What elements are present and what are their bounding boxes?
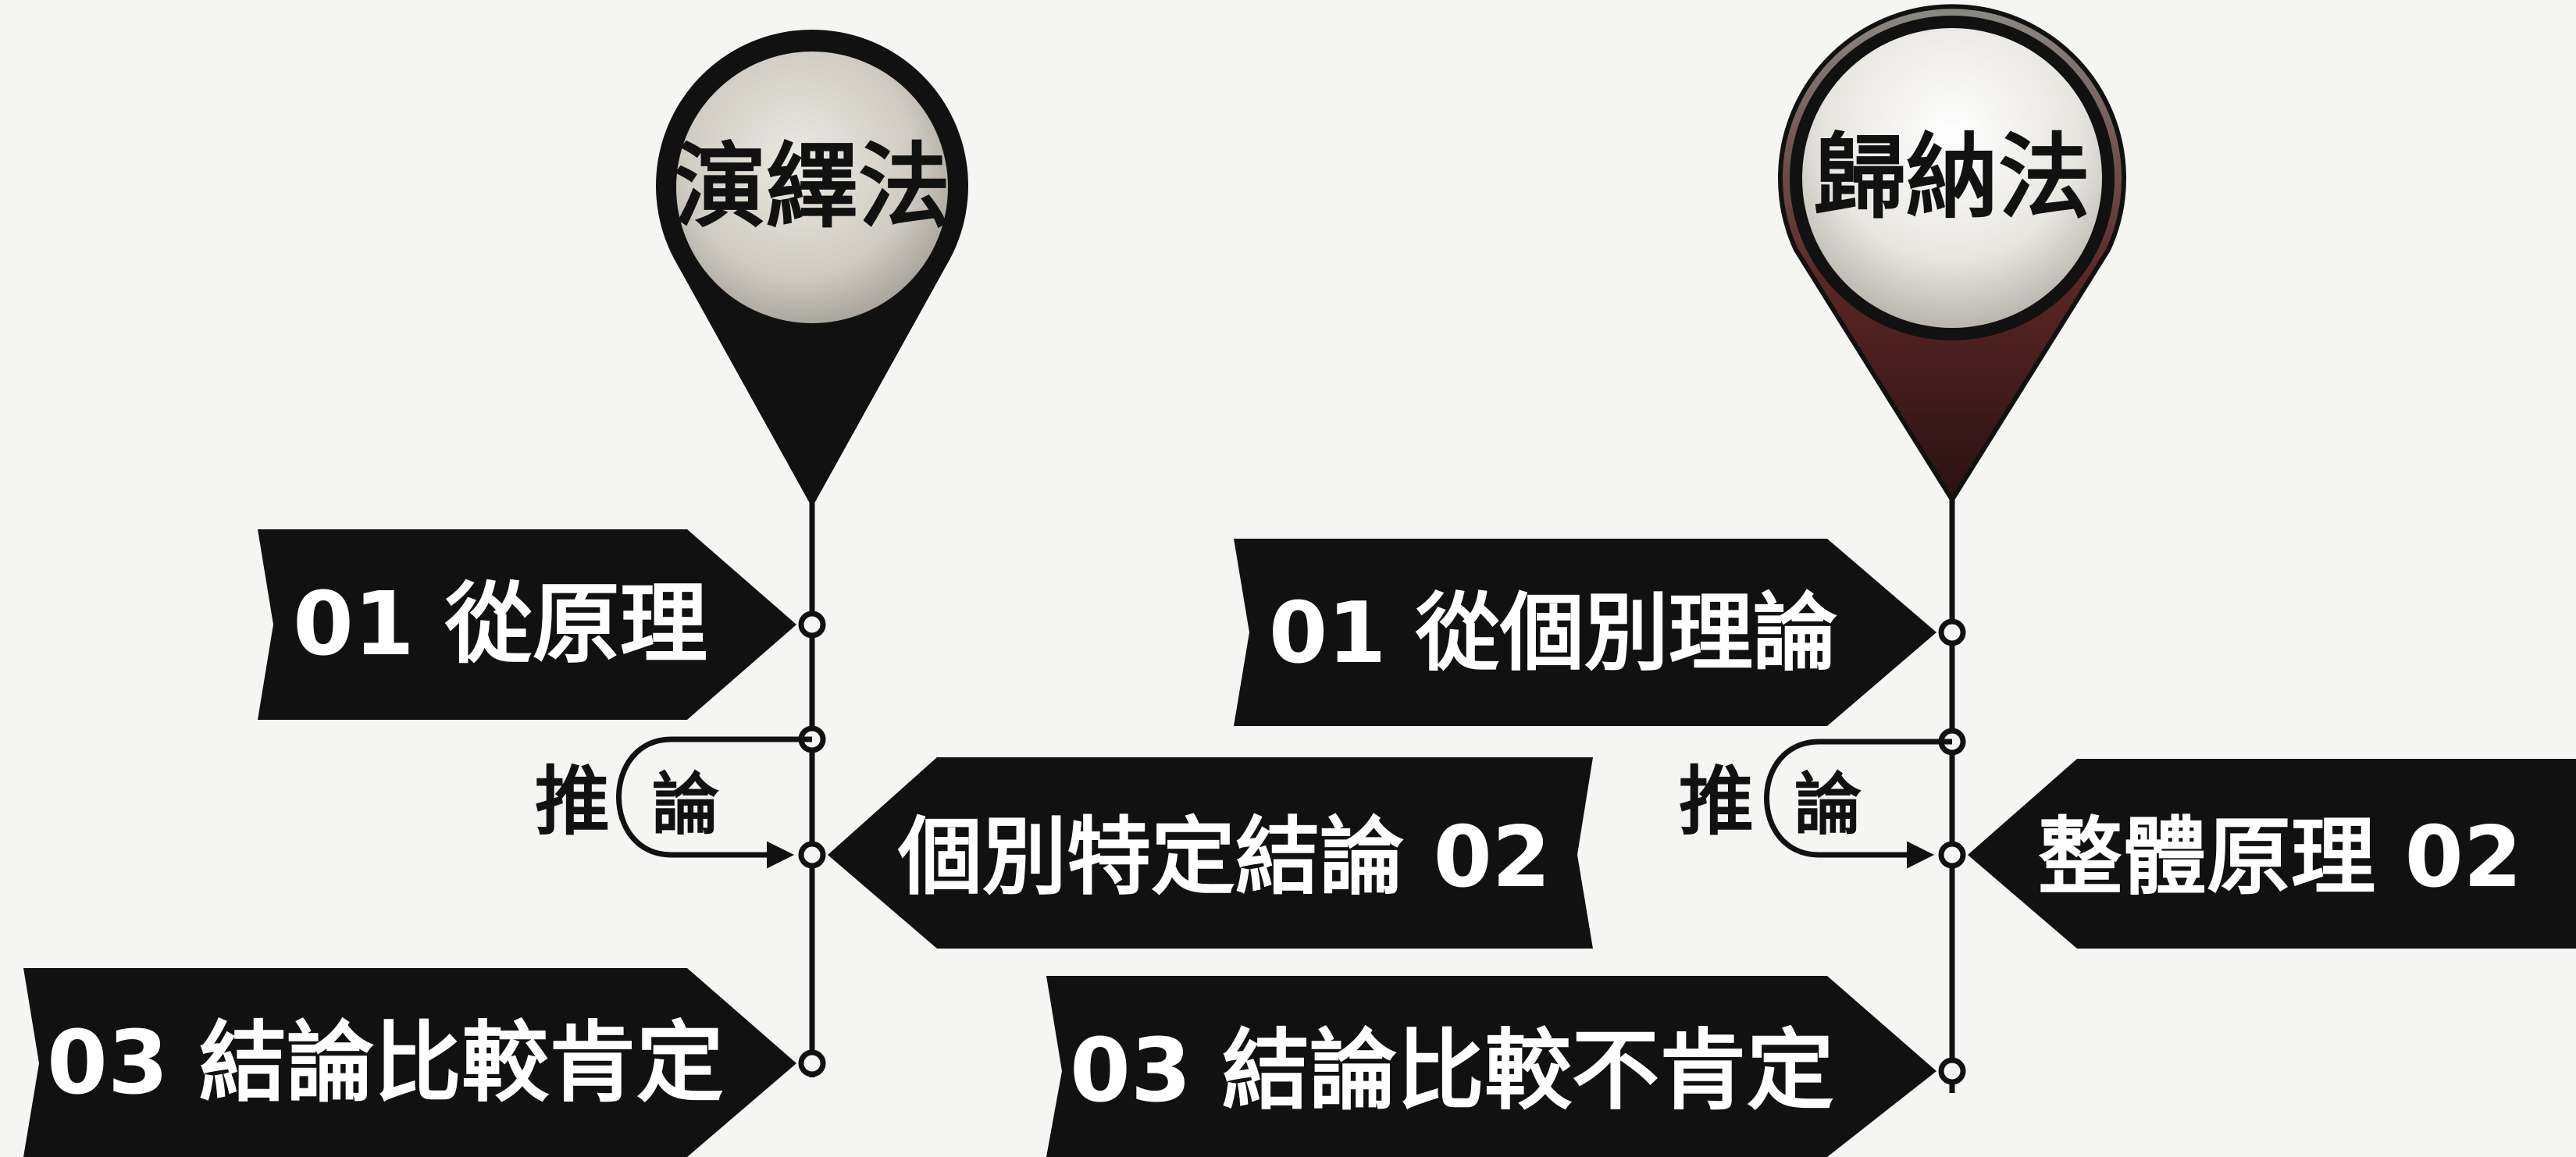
inductive-step2-node-icon bbox=[1938, 841, 1966, 869]
deductive-step2-node-icon bbox=[798, 841, 826, 869]
inductive-step2-label: 整體原理 02 bbox=[1968, 759, 2576, 949]
deductive-step1-text: 01 從原理 bbox=[293, 574, 707, 675]
deductive-curved-arrow-icon bbox=[616, 736, 812, 869]
deductive-step2-text: 個別特定結論 02 bbox=[897, 809, 1551, 906]
inductive-connector-inner: 論 bbox=[1794, 766, 1862, 844]
deductive-connector-outer: 推 bbox=[535, 758, 610, 846]
inductive-step3-label: 03 結論比較不肯定 bbox=[1046, 976, 1936, 1157]
inductive-pin-icon: 歸納法 bbox=[1778, 4, 2126, 504]
deductive-title: 演繹法 bbox=[674, 133, 950, 240]
deductive-step3-node-icon bbox=[798, 1049, 826, 1077]
inductive-title: 歸納法 bbox=[1814, 123, 2090, 231]
inductive-step1-label: 01 從個別理論 bbox=[1234, 539, 1936, 726]
deductive-pin-icon: 演繹法 bbox=[656, 29, 968, 507]
inductive-curved-arrow-icon bbox=[1764, 739, 1952, 869]
inductive-step1-node-icon bbox=[1938, 618, 1966, 646]
inductive-step3-text: 03 結論比較不肯定 bbox=[1070, 1020, 1834, 1122]
deductive-step3-label: 03 結論比較肯定 bbox=[23, 968, 796, 1157]
inductive-step2-text: 整體原理 02 bbox=[2038, 809, 2522, 906]
inductive-step1-text: 01 從個別理論 bbox=[1269, 585, 1837, 682]
deductive-step2-label: 個別特定結論 02 bbox=[828, 757, 1593, 949]
inductive-group: 歸納法 01 從個別理論 推 論 整體原理 02 03 結論比較不肯定 bbox=[1046, 4, 2576, 1157]
deductive-step1-label: 01 從原理 bbox=[258, 529, 796, 720]
inductive-connector-outer: 推 bbox=[1679, 758, 1754, 846]
inductive-step3-node-icon bbox=[1938, 1057, 1966, 1085]
deductive-group: 演繹法 01 從原理 推 論 個別特定結論 02 03 結論比較肯定 bbox=[23, 29, 1593, 1157]
deductive-step3-text: 03 結論比較肯定 bbox=[47, 1013, 724, 1114]
deductive-step1-node-icon bbox=[798, 611, 826, 639]
deductive-connector-inner: 論 bbox=[652, 766, 719, 844]
